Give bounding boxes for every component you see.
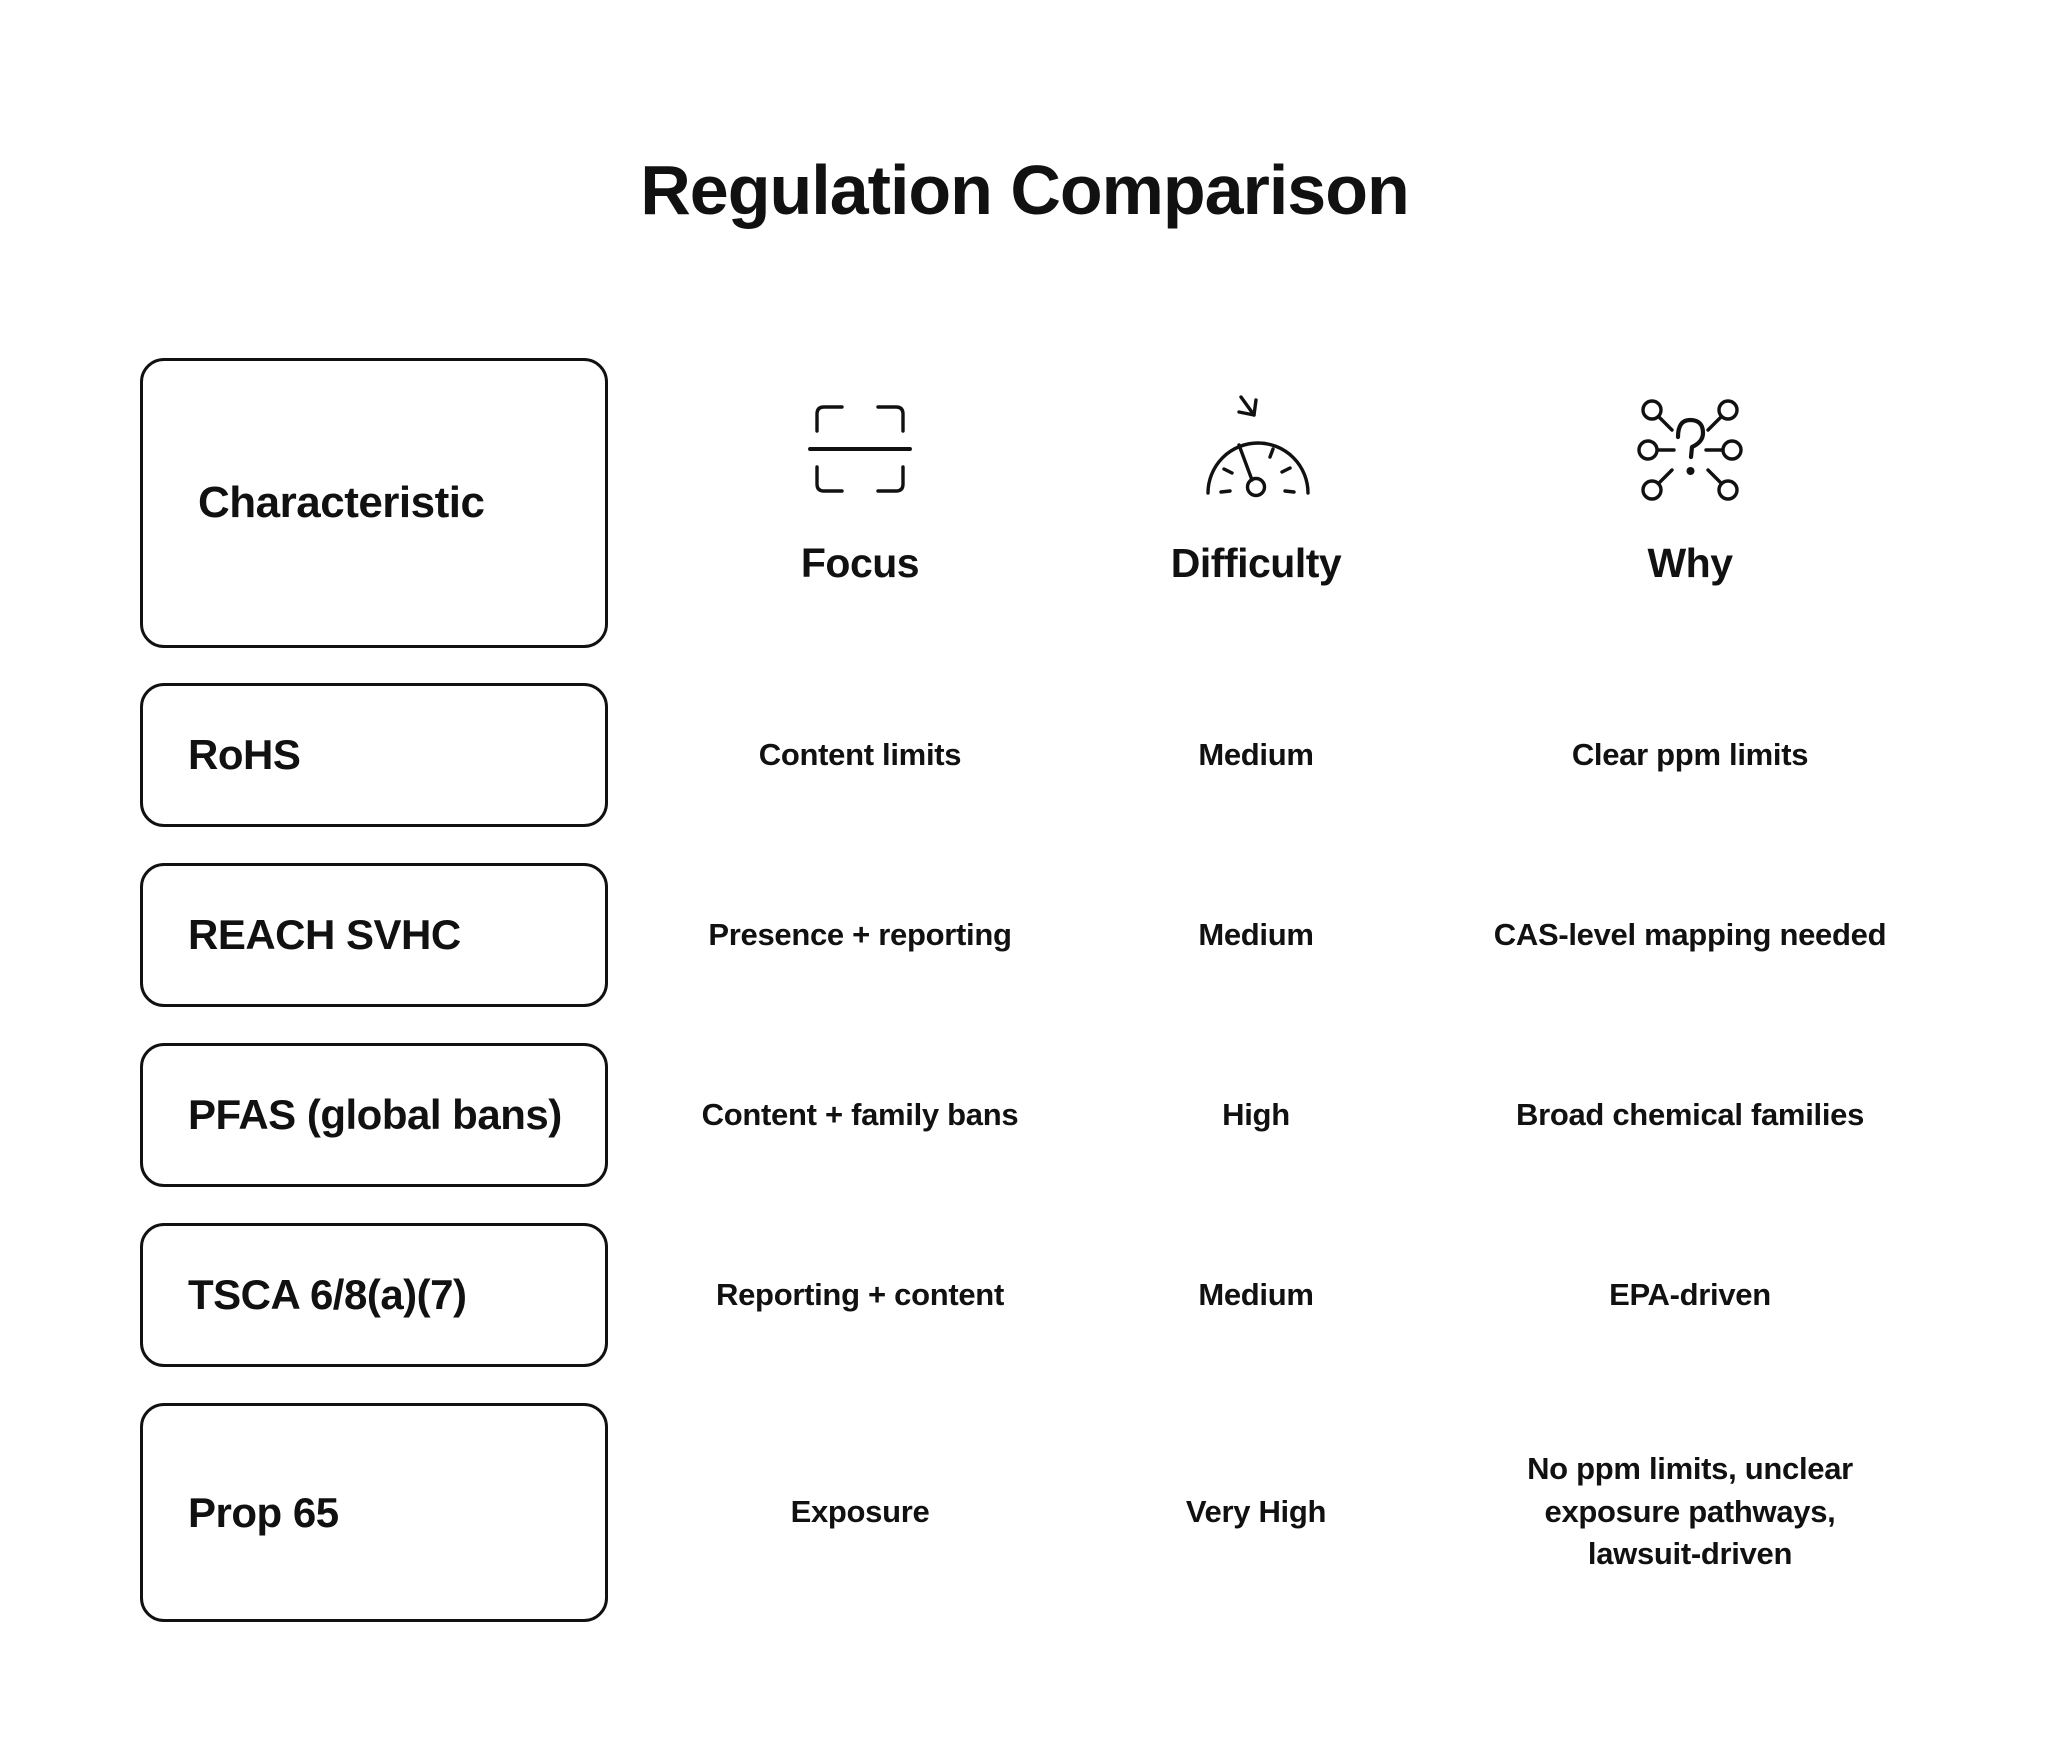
cell-pfas-difficulty: High — [1222, 1096, 1290, 1132]
cell-tsca-difficulty: Medium — [1198, 1276, 1314, 1312]
cell-pfas-why: Broad chemical families — [1515, 1096, 1865, 1132]
cell-pfas-focus: Content + family bans — [701, 1096, 1019, 1132]
row-box-rohs: RoHS — [140, 683, 608, 827]
column-header-focus: Focus — [800, 540, 920, 586]
focus-icon-wrap — [660, 403, 1060, 495]
row-box-pfas: PFAS (global bans) — [140, 1043, 608, 1187]
cell-tsca-focus: Reporting + content — [716, 1276, 1004, 1312]
gauge-icon — [1206, 395, 1310, 498]
difficulty-icon-wrap — [1086, 392, 1426, 504]
cell-rohs-why: Clear ppm limits — [1571, 736, 1809, 772]
column-header-difficulty: Difficulty — [1170, 540, 1342, 586]
characteristic-header-label: Characteristic — [198, 478, 485, 527]
page-title: Regulation Comparison — [640, 151, 1409, 229]
row-box-prop65: Prop 65 — [140, 1403, 608, 1622]
cell-tsca-why: EPA-driven — [1609, 1276, 1771, 1312]
row-box-tsca: TSCA 6/8(a)(7) — [140, 1223, 608, 1367]
row-label-rohs: RoHS — [188, 731, 301, 778]
cell-prop65-difficulty: Very High — [1185, 1493, 1327, 1529]
row-label-tsca: TSCA 6/8(a)(7) — [188, 1271, 467, 1318]
cell-rohs-difficulty: Medium — [1198, 736, 1314, 772]
column-header-why: Why — [1647, 540, 1733, 586]
question-network-icon — [1637, 399, 1743, 501]
cell-rohs-focus: Content limits — [758, 736, 962, 772]
cell-prop65-focus: Exposure — [790, 1493, 930, 1529]
row-label-prop65: Prop 65 — [188, 1488, 339, 1536]
characteristic-header-box: Characteristic — [140, 358, 608, 648]
why-icon-wrap — [1430, 396, 1950, 504]
row-box-reach-svhc: REACH SVHC — [140, 863, 608, 1007]
cell-reach-difficulty: Medium — [1198, 916, 1314, 952]
focus-frame-icon — [808, 405, 912, 493]
cell-reach-why: CAS-level mapping needed — [1493, 916, 1887, 952]
row-label-pfas: PFAS (global bans) — [188, 1091, 562, 1138]
cell-reach-focus: Presence + reporting — [708, 916, 1012, 952]
row-label-reach-svhc: REACH SVHC — [188, 911, 461, 958]
cell-prop65-why: No ppm limits, unclear exposure pathways… — [1527, 1450, 1853, 1572]
